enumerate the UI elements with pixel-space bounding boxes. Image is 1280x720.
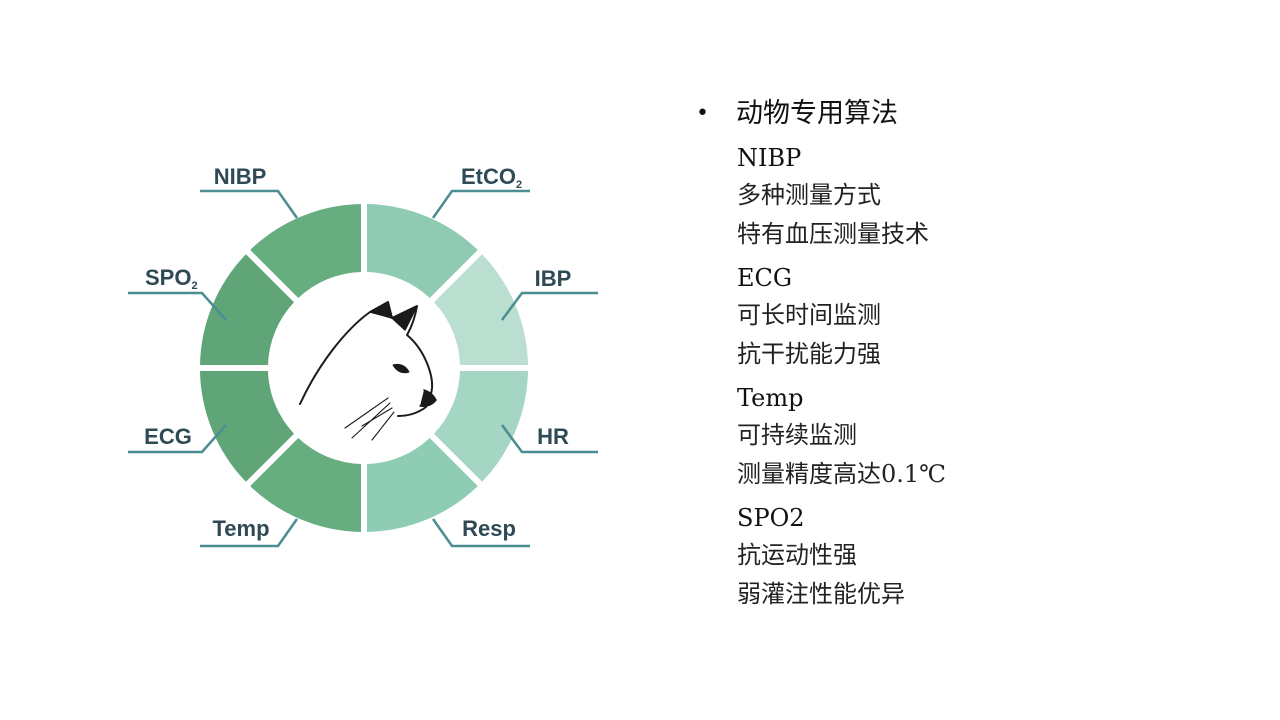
feature-panel: • 动物专用算法 NIBP 多种测量方式 特有血压测量技术 ECG 可长时间监测… xyxy=(696,94,1256,614)
temp-leader-line xyxy=(200,518,299,548)
temp-label: Temp xyxy=(212,516,269,541)
resp-label: Resp xyxy=(462,516,516,541)
feature-line: 可长时间监测 xyxy=(737,301,881,329)
resp-leader-line xyxy=(431,518,530,548)
ibp-leader-line xyxy=(500,291,598,321)
feature-line: 多种测量方式 xyxy=(737,181,881,209)
feature-title: NIBP xyxy=(737,144,802,172)
feature-temp: Temp 可持续监测 测量精度高达0.1℃ xyxy=(737,380,1256,494)
hr-segment xyxy=(434,371,528,482)
feature-title: Temp xyxy=(737,384,804,412)
panel-heading: 动物专用算法 xyxy=(736,98,898,129)
spo2-label: SPO2 xyxy=(145,265,198,292)
spo2-leader-line xyxy=(128,291,227,321)
feature-line: 可持续监测 xyxy=(737,421,857,449)
bullet-icon: • xyxy=(696,101,709,126)
feature-line: 抗运动性强 xyxy=(737,541,857,569)
ibp-segment xyxy=(434,254,528,365)
nibp-label: NIBP xyxy=(214,164,267,189)
cat-icon xyxy=(299,301,437,441)
parameter-ring xyxy=(200,204,528,532)
etco2-segment xyxy=(367,204,478,298)
etco2-label: EtCO2 xyxy=(461,164,522,191)
etco2-leader-line xyxy=(431,189,530,219)
feature-line: 测量精度高达0.1℃ xyxy=(737,460,947,488)
ibp-label: IBP xyxy=(535,266,572,291)
feature-nibp: NIBP 多种测量方式 特有血压测量技术 xyxy=(737,140,1256,254)
hr-label: HR xyxy=(537,424,569,449)
hr-leader-line xyxy=(500,424,598,454)
ecg-leader-line xyxy=(128,424,227,454)
feature-line: 抗干扰能力强 xyxy=(737,340,881,368)
feature-ecg: ECG 可长时间监测 抗干扰能力强 xyxy=(737,260,1256,374)
nibp-segment xyxy=(250,204,361,298)
feature-line: 弱灌注性能优异 xyxy=(737,580,905,608)
feature-title: ECG xyxy=(737,264,793,292)
temp-segment xyxy=(250,438,361,532)
leader-lines xyxy=(128,189,598,548)
ecg-label: ECG xyxy=(144,424,192,449)
parameter-ring-diagram: NIBP EtCO2 SPO2 IBP ECG HR Temp Resp xyxy=(128,164,598,548)
feature-title: SPO2 xyxy=(737,504,805,532)
resp-segment xyxy=(367,438,478,532)
heading-row: • 动物专用算法 xyxy=(696,94,1256,134)
feature-spo2: SPO2 抗运动性强 弱灌注性能优异 xyxy=(737,500,1256,614)
feature-line: 特有血压测量技术 xyxy=(737,220,929,248)
spo2-segment xyxy=(200,254,294,365)
ecg-segment xyxy=(200,371,294,482)
nibp-leader-line xyxy=(200,189,299,219)
